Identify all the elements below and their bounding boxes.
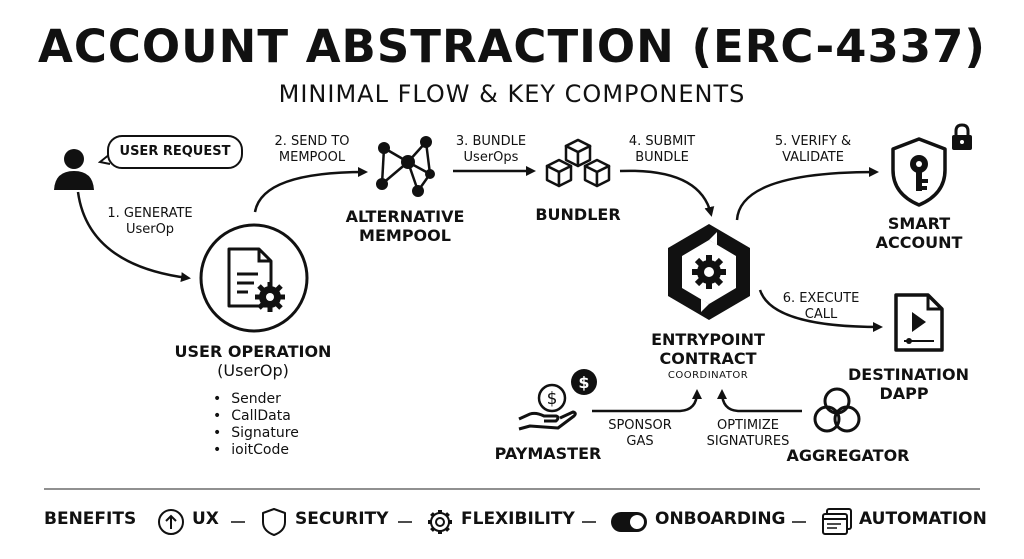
step-execute-line1: 6. EXECUTE <box>782 291 860 306</box>
arrow-optimize <box>717 389 802 413</box>
step-bundle-line1: 3. BUNDLE <box>455 134 527 149</box>
destination-line1: DESTINATION <box>848 365 969 384</box>
entrypoint-label: ENTRYPOINT CONTRACT <box>622 330 794 368</box>
window-icon <box>822 508 852 535</box>
step-optimize-line1: OPTIMIZE <box>716 418 780 433</box>
shield-icon <box>262 508 286 536</box>
step-sponsor-line2: GAS <box>626 434 654 449</box>
venn-icon <box>813 387 861 433</box>
step-verify-line2: VALIDATE <box>782 150 844 165</box>
benefit-ux: UX <box>192 509 219 529</box>
lock-icon <box>952 123 972 150</box>
smart-account-label: SMART ACCOUNT <box>860 214 978 252</box>
step-bundle-line2: UserOps <box>463 150 519 165</box>
arrow-sponsor <box>592 389 702 413</box>
user-operation-sub: (UserOp) <box>217 361 289 380</box>
arrow-submit <box>619 169 715 217</box>
benefit-flexibility: FLEXIBILITY <box>461 509 575 529</box>
step-generate-line2: UserOp <box>125 222 175 237</box>
destination-dapp-label: DESTINATION DAPP <box>848 365 969 403</box>
benefit-onboarding: ONBOARDING <box>655 509 786 529</box>
page-title: ACCOUNT ABSTRACTION (ERC-4337) <box>38 20 986 73</box>
step-submit-line1: 4. SUBMIT <box>628 134 696 149</box>
page-subtitle: MINIMAL FLOW & KEY COMPONENTS <box>278 80 746 108</box>
user-icon <box>54 149 94 190</box>
step-execute-line2: CALL <box>804 307 838 322</box>
field-sender: Sender <box>213 391 299 408</box>
benefit-security: SECURITY <box>295 509 389 529</box>
benefit-automation: AUTOMATION <box>859 509 987 529</box>
alternative-mempool-label: ALTERNATIVE MEMPOOL <box>335 207 475 245</box>
mempool-line1: ALTERNATIVE <box>345 207 465 226</box>
smart-account-line1: SMART <box>887 214 951 233</box>
step-send-line2: MEMPOOL <box>278 150 346 165</box>
user-operation-label: USER OPERATION <box>174 342 332 361</box>
step-sponsor: SPONSOR GAS <box>590 418 690 450</box>
arrow-generate <box>76 191 191 283</box>
shield-key-icon <box>891 137 947 207</box>
step-bundle: 3. BUNDLE UserOps <box>441 134 541 166</box>
userop-fields: Sender CallData Signature ioitCode <box>213 391 299 459</box>
step-submit-line2: BUNDLE <box>635 150 689 165</box>
field-calldata: CallData <box>213 408 299 425</box>
step-generate-line1: 1. GENERATE <box>107 206 193 221</box>
step-send: 2. SEND TO MEMPOOL <box>262 134 362 166</box>
entrypoint-line1: ENTRYPOINT <box>651 330 765 349</box>
destination-line2: DAPP <box>879 384 929 403</box>
video-document-icon <box>894 293 944 352</box>
entrypoint-sub: COORDINATOR <box>667 370 749 381</box>
arrow-execute <box>758 289 883 332</box>
svg-text:$: $ <box>578 373 589 392</box>
network-icon <box>376 136 435 197</box>
arrow-verify <box>735 167 879 221</box>
dollar-icon: $ <box>571 369 597 395</box>
entrypoint-line2: CONTRACT <box>659 349 757 368</box>
toggle-icon <box>611 512 647 532</box>
step-generate: 1. GENERATE UserOp <box>100 206 200 238</box>
mempool-line2: MEMPOOL <box>359 226 451 245</box>
document-gear-icon <box>199 223 309 333</box>
benefits-label: BENEFITS <box>44 509 137 529</box>
step-verify: 5. VERIFY & VALIDATE <box>763 134 863 166</box>
gear-icon <box>428 510 452 534</box>
step-execute: 6. EXECUTE CALL <box>771 291 871 323</box>
arrow-send <box>253 167 368 213</box>
step-optimize: OPTIMIZE SIGNATURES <box>698 418 798 450</box>
hand-coin-icon: $ <box>518 383 577 431</box>
user-request-bubble: USER REQUEST <box>107 135 243 169</box>
aggregator-label: AGGREGATOR <box>786 446 910 465</box>
step-send-line1: 2. SEND TO <box>274 134 350 149</box>
arrow-up-circle-icon <box>158 509 184 535</box>
step-verify-line1: 5. VERIFY & <box>774 134 852 149</box>
svg-text:$: $ <box>547 389 558 409</box>
cubes-icon <box>545 138 611 188</box>
step-optimize-line2: SIGNATURES <box>706 434 790 449</box>
field-signature: Signature <box>213 425 299 442</box>
hexagon-gear-icon <box>668 224 750 320</box>
step-sponsor-line1: SPONSOR <box>608 418 672 433</box>
bundler-label: BUNDLER <box>535 205 621 224</box>
step-submit: 4. SUBMIT BUNDLE <box>612 134 712 166</box>
smart-account-line2: ACCOUNT <box>875 233 963 252</box>
paymaster-label: PAYMASTER <box>494 444 602 463</box>
field-initcode: ioitCode <box>213 442 299 459</box>
